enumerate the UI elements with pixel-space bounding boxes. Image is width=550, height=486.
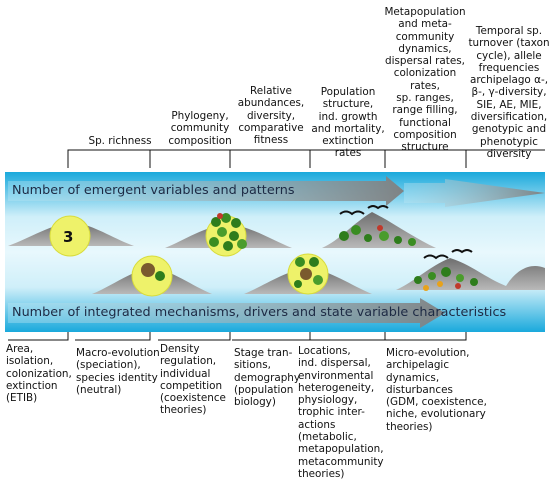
emergent-arrow-head xyxy=(404,179,545,207)
bird-icon xyxy=(339,210,365,216)
island-number: 3 xyxy=(63,228,74,246)
bird-icon xyxy=(451,249,473,254)
bottom-label-locations: Locations, ind. dispersal, environmental… xyxy=(298,345,384,480)
top-label-metapopulation: Metapopulation and meta- community dynam… xyxy=(384,6,466,154)
top-brackets xyxy=(67,149,545,168)
top-label-relative-abundances: Relative abundances, diversity, comparat… xyxy=(237,85,305,147)
bottom-label-micro-evolution: Micro-evolution, archipelagic dynamics, … xyxy=(386,347,487,433)
tree-cluster xyxy=(294,257,323,288)
mechanisms-arrow xyxy=(8,298,445,328)
mechanisms-arrow-label: Number of integrated mechanisms, drivers… xyxy=(12,305,507,320)
island-4 xyxy=(244,253,372,295)
tree-cluster xyxy=(141,263,165,281)
top-label-species-richness: Sp. richness xyxy=(88,135,152,147)
island-5 xyxy=(322,205,436,248)
tree-cluster xyxy=(209,213,247,251)
bottom-label-area-isolation: Area, isolation, colonization, extinctio… xyxy=(6,343,72,405)
top-label-phylogeny: Phylogeny, community composition xyxy=(168,110,232,147)
top-label-population-structure: Population structure, ind. growth and mo… xyxy=(311,86,385,160)
island-1 xyxy=(8,215,134,257)
bottom-label-stage-transitions: Stage tran- sitions, demography (populat… xyxy=(234,347,301,409)
tree-cluster xyxy=(339,225,416,246)
bottom-label-density-regulation: Density regulation, individual competiti… xyxy=(160,343,226,417)
bird-icon xyxy=(367,205,389,210)
top-label-temporal-turnover: Temporal sp. turnover (taxon cycle), all… xyxy=(468,25,550,160)
bottom-brackets xyxy=(8,332,467,341)
tree-cluster xyxy=(414,267,478,291)
emergent-arrow-segment xyxy=(8,176,404,206)
island-6 xyxy=(396,249,545,291)
bird-icon xyxy=(423,254,449,260)
bottom-label-macro-evolution: Macro-evolution (speciation), species id… xyxy=(76,347,160,396)
sun-disc xyxy=(49,215,91,257)
emergent-arrow-label: Number of emergent variables and pattern… xyxy=(12,183,295,198)
island-3 xyxy=(165,213,292,257)
island-2 xyxy=(92,255,212,297)
